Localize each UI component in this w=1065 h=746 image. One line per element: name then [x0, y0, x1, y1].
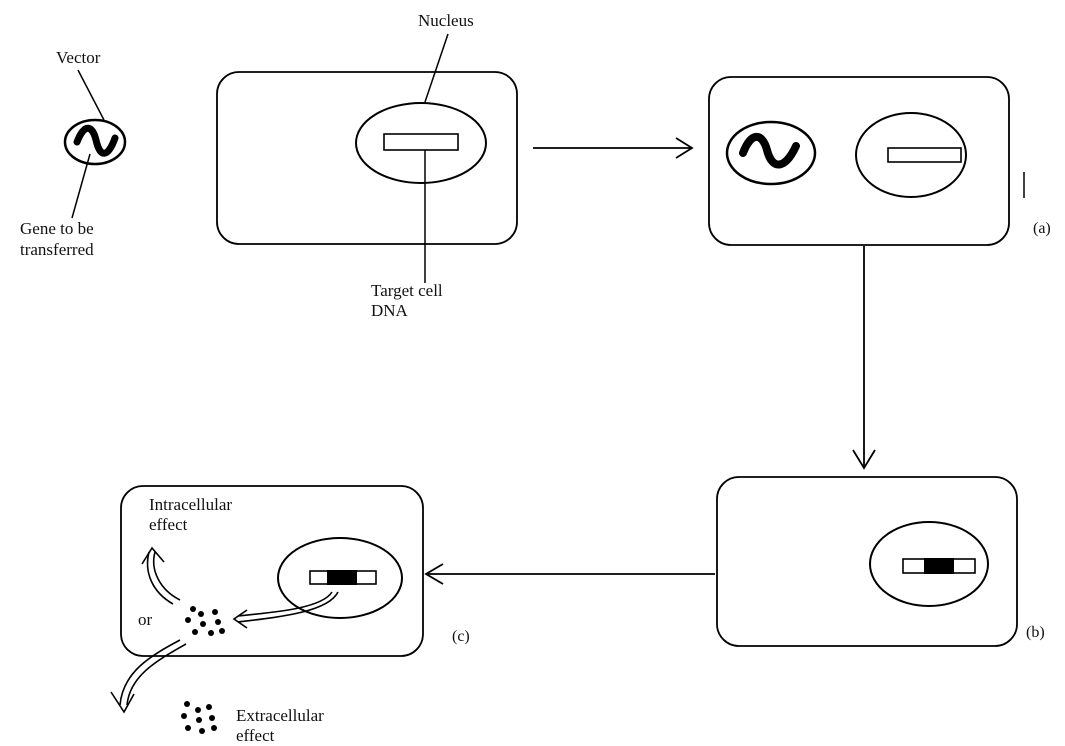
step-label-b: (b): [1026, 624, 1045, 641]
arrow-to-c: [424, 563, 715, 585]
step-label-a: (a): [1033, 220, 1051, 237]
cell-c-dna-insert: [327, 570, 357, 585]
or-label: or: [138, 610, 153, 629]
gene-wave-icon: [739, 132, 800, 169]
cell-c-nucleus: [277, 537, 403, 619]
vector-pointer-line: [77, 69, 105, 121]
gene-label-line1: Gene to be: [20, 219, 94, 238]
target-label-line2: DNA: [371, 301, 408, 320]
target-cell: [216, 33, 518, 283]
protein-dots-inner: [185, 606, 225, 636]
step-label-c: (c): [452, 628, 470, 645]
intracellular-arrow: [141, 546, 181, 605]
cell-a: [708, 76, 1025, 246]
cell-a-nucleus: [855, 112, 967, 198]
nucleus-pointer-line: [424, 33, 449, 103]
extracellular-label-line2: effect: [236, 726, 275, 745]
arrow-to-b: [852, 246, 876, 470]
arrow-to-a: [533, 137, 694, 159]
intracellular-label-line2: effect: [149, 515, 188, 534]
cell-b: [716, 476, 1018, 647]
vector-in-cell: [725, 120, 817, 186]
vector-particle: [63, 69, 127, 219]
protein-dots-outer: [181, 701, 217, 734]
target-dna-bar: [383, 133, 459, 151]
cell-b-nucleus: [869, 521, 989, 607]
cell-b-dna-insert: [924, 558, 954, 574]
target-label-line1: Target cell: [371, 281, 443, 300]
gene-label-line2: transferred: [20, 240, 94, 259]
target-nucleus: [355, 102, 487, 184]
gene-pointer-line: [71, 153, 91, 219]
gene-wave-icon: [73, 124, 119, 157]
extracellular-label-line1: Extracellular: [236, 706, 324, 725]
cell-a-dna-bar: [887, 147, 962, 163]
nucleus-label: Nucleus: [418, 11, 474, 30]
cell-c: [110, 485, 424, 714]
vector-label: Vector: [56, 48, 101, 67]
intracellular-label-line1: Intracellular: [149, 495, 233, 514]
extracellular-arrow: [110, 639, 187, 714]
expression-arrow: [232, 591, 339, 629]
